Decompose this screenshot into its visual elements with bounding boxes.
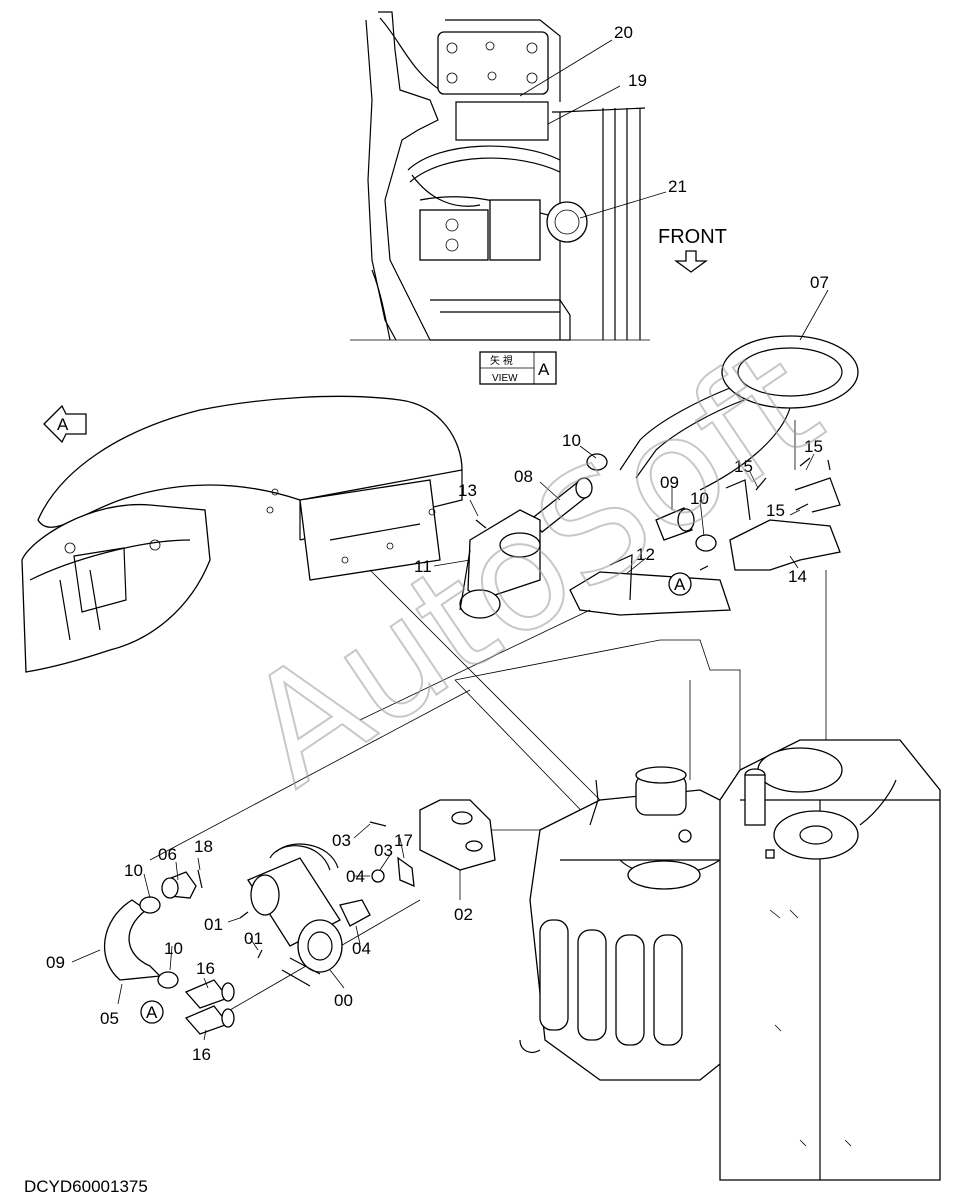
view-a-label-box: 矢 視 VIEW A [479,351,557,385]
callout-04-b: 04 [352,939,371,958]
callout-17: 17 [394,831,413,850]
callout-20: 20 [614,23,633,42]
callout-07: 07 [810,273,829,292]
view-a-inset [350,11,667,341]
callout-18: 18 [194,837,213,856]
callout-03-a: 03 [332,831,351,850]
callout-02: 02 [454,905,473,924]
callout-19: 19 [628,71,647,90]
callout-00: 00 [334,991,353,1010]
view-en-label: VIEW [492,373,518,384]
callout-01-a: 01 [204,915,223,934]
callout-01-b: 01 [244,929,263,948]
view-direction-marker: A [43,404,87,444]
callout-12: 12 [636,545,655,564]
callout-09-lower: 09 [46,953,65,972]
fuel-tank [519,739,941,1181]
callout-10-c: 10 [124,861,143,880]
callout-15-a: 15 [734,457,753,476]
callout-04-a: 04 [346,867,365,886]
view-jp-label: 矢 視 [490,354,513,367]
view-direction-letter: A [57,415,69,434]
callout-06: 06 [158,845,177,864]
ref-marker-upper: A [674,575,686,594]
callout-16-a: 16 [196,959,215,978]
callout-14: 14 [788,567,807,586]
callout-10-d: 10 [164,939,183,958]
callout-16-b: 16 [192,1045,211,1064]
fender-assembly [21,395,463,673]
view-letter: A [538,360,550,379]
filler-hose-assembly: A [459,335,859,619]
ref-marker-lower: A [146,1003,158,1022]
pump-assembly: A [103,799,496,1035]
document-code: DCYD60001375 [24,1177,148,1196]
callout-15-b: 15 [804,437,823,456]
callout-03-b: 03 [374,841,393,860]
callout-15-c: 15 [766,501,785,520]
callout-08: 08 [514,467,533,486]
callout-13: 13 [458,481,477,500]
callout-11: 11 [414,557,432,576]
callout-10-a: 10 [562,431,581,450]
callout-05: 05 [100,1009,119,1028]
callout-10-b: 10 [690,489,709,508]
front-label: FRONT [658,226,727,248]
callout-21: 21 [668,177,687,196]
front-arrow-icon [674,250,708,273]
callout-09-upper: 09 [660,473,679,492]
